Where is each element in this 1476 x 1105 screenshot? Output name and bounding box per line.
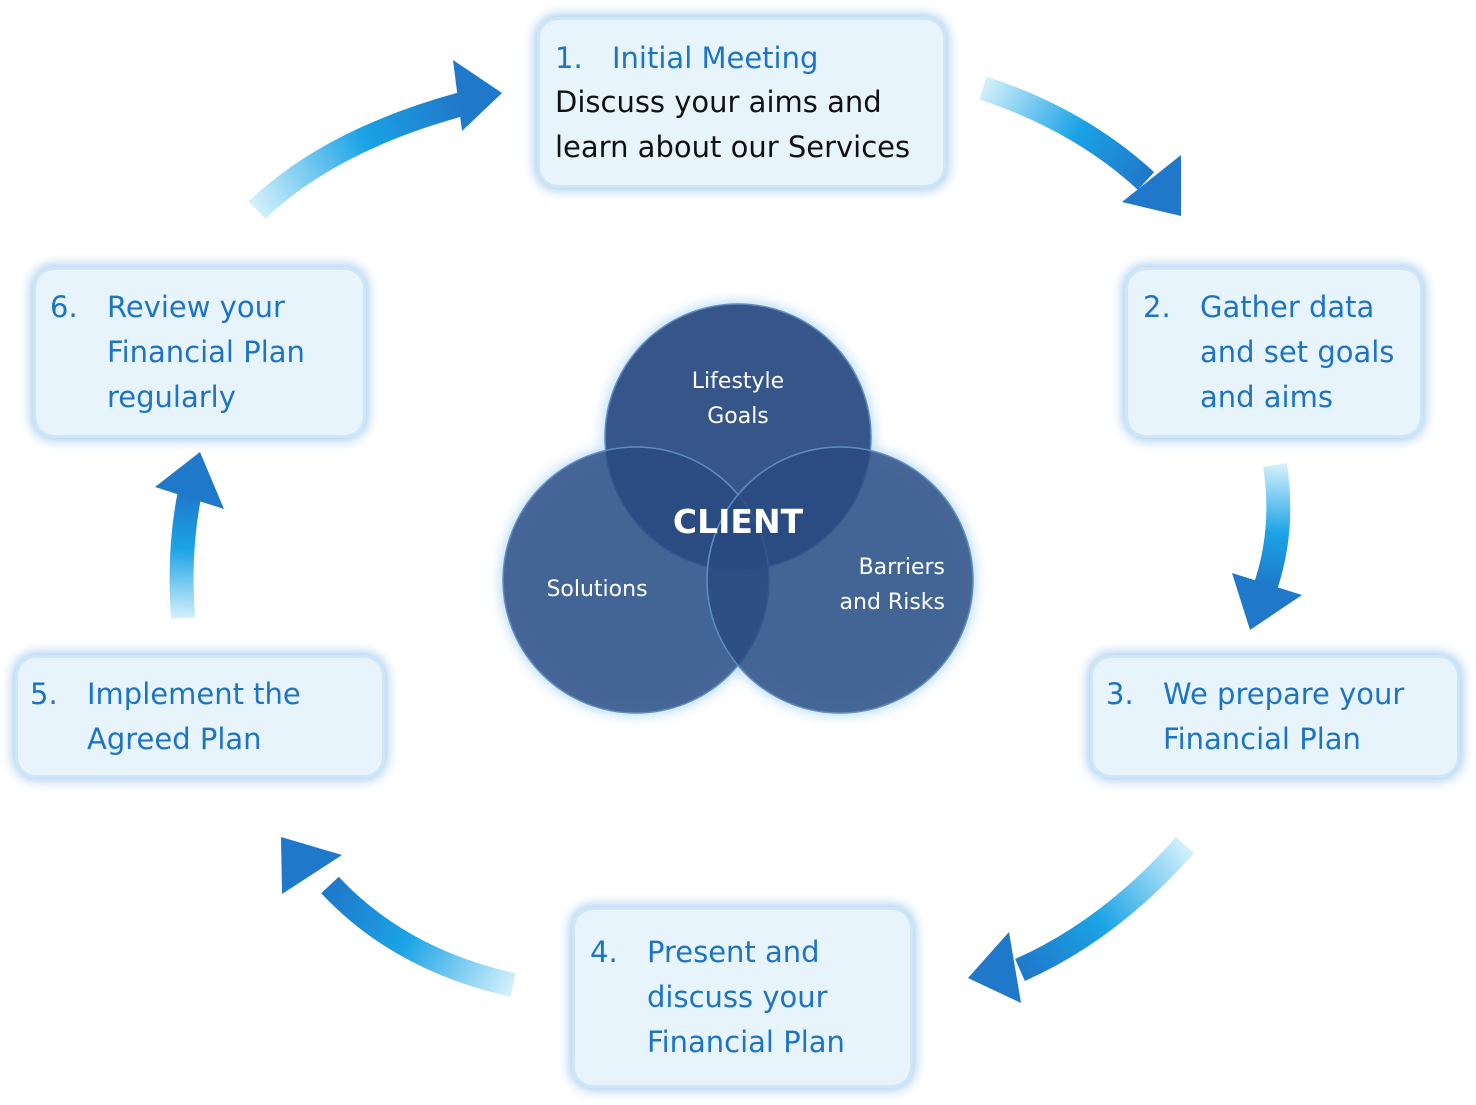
arrow-2-to-3	[1232, 463, 1302, 630]
step-title: Gather data and set goals and aims	[1200, 285, 1412, 420]
step-number: 4.	[590, 935, 618, 969]
arrow-3-to-4	[968, 837, 1194, 1003]
step-desc-line: learn about our Services	[555, 130, 911, 164]
venn-label-line: and Risks	[839, 590, 945, 615]
venn-label-barriers-risks: Barriers and Risks	[820, 550, 945, 620]
step-6-review-plan: 6. Review your Financial Plan regularly	[36, 270, 363, 435]
step-number: 5.	[30, 677, 58, 711]
step-title-line: Financial Plan	[647, 1025, 845, 1059]
step-desc-line: Discuss your aims and	[555, 85, 882, 119]
step-title-line: regularly	[107, 380, 236, 414]
step-number: 1.	[555, 41, 583, 75]
step-description: Discuss your aims and learn about our Se…	[555, 80, 935, 170]
step-title-line: Initial Meeting	[612, 41, 819, 75]
step-3-prepare-plan: 3. We prepare your Financial Plan	[1093, 658, 1457, 775]
step-title-line: and aims	[1200, 380, 1333, 414]
step-title-line: Implement the	[87, 677, 301, 711]
step-title: Implement the Agreed Plan	[87, 672, 374, 762]
step-title-line: Gather data	[1200, 290, 1375, 324]
step-title: Review your Financial Plan regularly	[107, 285, 355, 420]
step-title-line: Present and	[647, 935, 820, 969]
step-number: 2.	[1143, 290, 1171, 324]
step-title-line: We prepare your	[1163, 677, 1405, 711]
step-title-line: Financial Plan	[107, 335, 305, 369]
step-title-line: Agreed Plan	[87, 722, 262, 756]
venn-center-label: CLIENT	[672, 502, 804, 541]
venn-label-lifestyle-goals: Lifestyle Goals	[668, 364, 808, 434]
step-5-implement-plan: 5. Implement the Agreed Plan	[18, 658, 382, 775]
arrow-4-to-5	[281, 837, 516, 997]
step-title: Initial Meeting	[612, 36, 935, 81]
venn-label-line: Barriers	[858, 555, 945, 580]
step-title-line: discuss your	[647, 980, 828, 1014]
step-title-line: Financial Plan	[1163, 722, 1361, 756]
arrow-5-to-6	[155, 452, 224, 619]
arrow-1-to-2	[979, 76, 1181, 216]
step-number: 6.	[50, 290, 78, 324]
step-title-line: Review your	[107, 290, 285, 324]
arrow-6-to-1	[248, 60, 502, 219]
step-title: We prepare your Financial Plan	[1163, 672, 1449, 762]
venn-circle-barriers-risks	[706, 446, 974, 714]
step-2-gather-data: 2. Gather data and set goals and aims	[1128, 270, 1420, 435]
step-title: Present and discuss your Financial Plan	[647, 930, 902, 1065]
step-number: 3.	[1106, 677, 1134, 711]
step-4-present-plan: 4. Present and discuss your Financial Pl…	[575, 910, 910, 1085]
step-title-line: and set goals	[1200, 335, 1395, 369]
venn-label-line: Goals	[707, 404, 769, 429]
step-1-initial-meeting: 1. Initial Meeting Discuss your aims and…	[540, 20, 943, 185]
venn-label-line: Solutions	[546, 577, 648, 602]
venn-label-line: Lifestyle	[691, 369, 785, 394]
venn-label-solutions: Solutions	[527, 572, 667, 607]
